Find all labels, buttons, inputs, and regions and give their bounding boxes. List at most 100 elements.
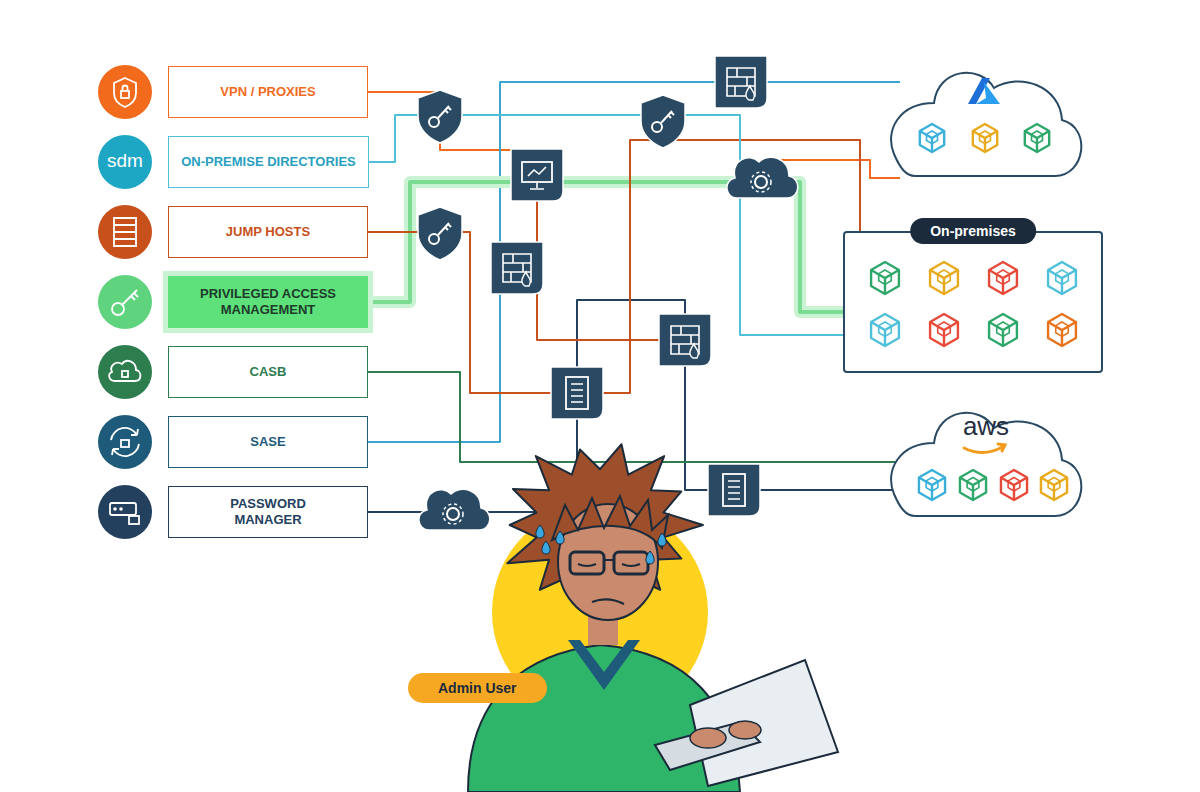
shape-path xyxy=(1041,470,1067,500)
category-icon xyxy=(98,345,152,399)
shape-g xyxy=(110,503,139,524)
shape-path xyxy=(109,361,140,381)
hand xyxy=(729,721,761,739)
category-icon xyxy=(98,485,152,539)
shape-path xyxy=(122,290,138,305)
shape-rect xyxy=(566,377,588,409)
cube-icon xyxy=(930,262,958,294)
cube-icon xyxy=(919,470,945,500)
node-text: PRIVILEGED ACCESS MANAGEMENT xyxy=(183,286,353,318)
cube-icon xyxy=(989,314,1017,346)
cube-icon xyxy=(989,262,1017,294)
shape-circle xyxy=(98,415,152,469)
cube-icon xyxy=(871,262,899,294)
gear-cloud-icon xyxy=(727,157,798,198)
user-badge: Admin User xyxy=(408,673,547,703)
shape-path xyxy=(491,242,543,294)
tear xyxy=(556,531,564,544)
shape-path xyxy=(659,314,711,366)
shape-path xyxy=(930,322,958,346)
glasses xyxy=(614,552,648,574)
shape-path xyxy=(997,322,1010,336)
features xyxy=(578,560,640,604)
shape-path xyxy=(1001,478,1027,501)
shape-path xyxy=(727,157,798,198)
shape-path xyxy=(960,478,986,501)
connector xyxy=(368,372,900,462)
connector-group xyxy=(368,140,860,393)
aws-smile xyxy=(964,444,1005,453)
cube-icon xyxy=(930,314,958,346)
shape-rect xyxy=(121,91,129,98)
category-box: PASSWORD MANAGER xyxy=(168,486,368,538)
node-text: PASSWORD MANAGER xyxy=(208,496,328,528)
shape-path xyxy=(438,223,451,235)
tear xyxy=(658,533,666,546)
cube-icon xyxy=(920,124,944,152)
shape-path xyxy=(919,470,945,500)
shape-path xyxy=(967,478,979,492)
cube-grid xyxy=(845,233,1101,371)
shape-circle xyxy=(652,122,662,132)
shape-circle xyxy=(98,65,152,119)
shape-path xyxy=(989,322,1017,346)
shape-path xyxy=(989,270,1017,294)
connector-group xyxy=(368,182,843,312)
shape-rect xyxy=(723,474,745,506)
shape-path xyxy=(973,124,997,152)
shield-key-icon xyxy=(418,90,462,143)
connector xyxy=(368,140,860,393)
shape-path xyxy=(715,56,767,108)
category-icon xyxy=(98,275,152,329)
hand xyxy=(690,728,726,748)
shape-circle xyxy=(98,485,152,539)
shape-g xyxy=(112,290,138,315)
shape-path xyxy=(989,262,1017,294)
shape-path xyxy=(891,73,1081,176)
shape-circle xyxy=(98,275,152,329)
aws-cloud: aws xyxy=(880,398,1092,520)
shape-path xyxy=(927,131,938,144)
category-icon xyxy=(98,135,152,189)
cube-icon xyxy=(1041,470,1067,500)
shape-path xyxy=(980,131,991,144)
shape-path xyxy=(1032,131,1043,144)
tear xyxy=(536,525,544,538)
category-box: ON-PREMISE DIRECTORIES xyxy=(168,136,369,188)
shape-path xyxy=(690,344,698,358)
firewall-icon xyxy=(715,56,767,108)
tear xyxy=(542,541,550,554)
server-icon xyxy=(708,464,760,516)
shape-path xyxy=(871,262,899,294)
node-text: ON-PREMISE DIRECTORIES xyxy=(181,154,356,170)
shape-path xyxy=(528,167,546,189)
shape-circle xyxy=(119,507,123,511)
category-box: JUMP HOSTS xyxy=(168,206,368,258)
shape-path xyxy=(919,478,945,501)
category-box: VPN / PROXIES xyxy=(168,66,368,118)
shape-path xyxy=(879,270,892,284)
shape-path xyxy=(114,218,136,246)
on-premises-box: On-premises xyxy=(843,231,1103,373)
shape-rect xyxy=(110,503,136,515)
keyboard xyxy=(655,722,760,770)
admin-illustration xyxy=(468,444,838,792)
shape-path xyxy=(661,111,674,123)
cube-icon xyxy=(871,314,899,346)
shape-circle xyxy=(755,176,767,188)
shape-path xyxy=(114,78,136,107)
shape-path xyxy=(111,428,139,456)
node-text: On-premises xyxy=(910,218,1036,244)
shape-path xyxy=(1025,124,1049,152)
shape-circle xyxy=(113,507,117,511)
connector xyxy=(368,182,843,312)
shape-g xyxy=(114,78,136,107)
icon-label: sdm xyxy=(107,150,143,172)
monitor-icon xyxy=(511,149,563,201)
shape-path xyxy=(419,489,490,530)
cube-icon xyxy=(973,124,997,152)
shape-circle xyxy=(98,205,152,259)
shape-path xyxy=(871,314,899,346)
shape-path xyxy=(551,367,603,419)
